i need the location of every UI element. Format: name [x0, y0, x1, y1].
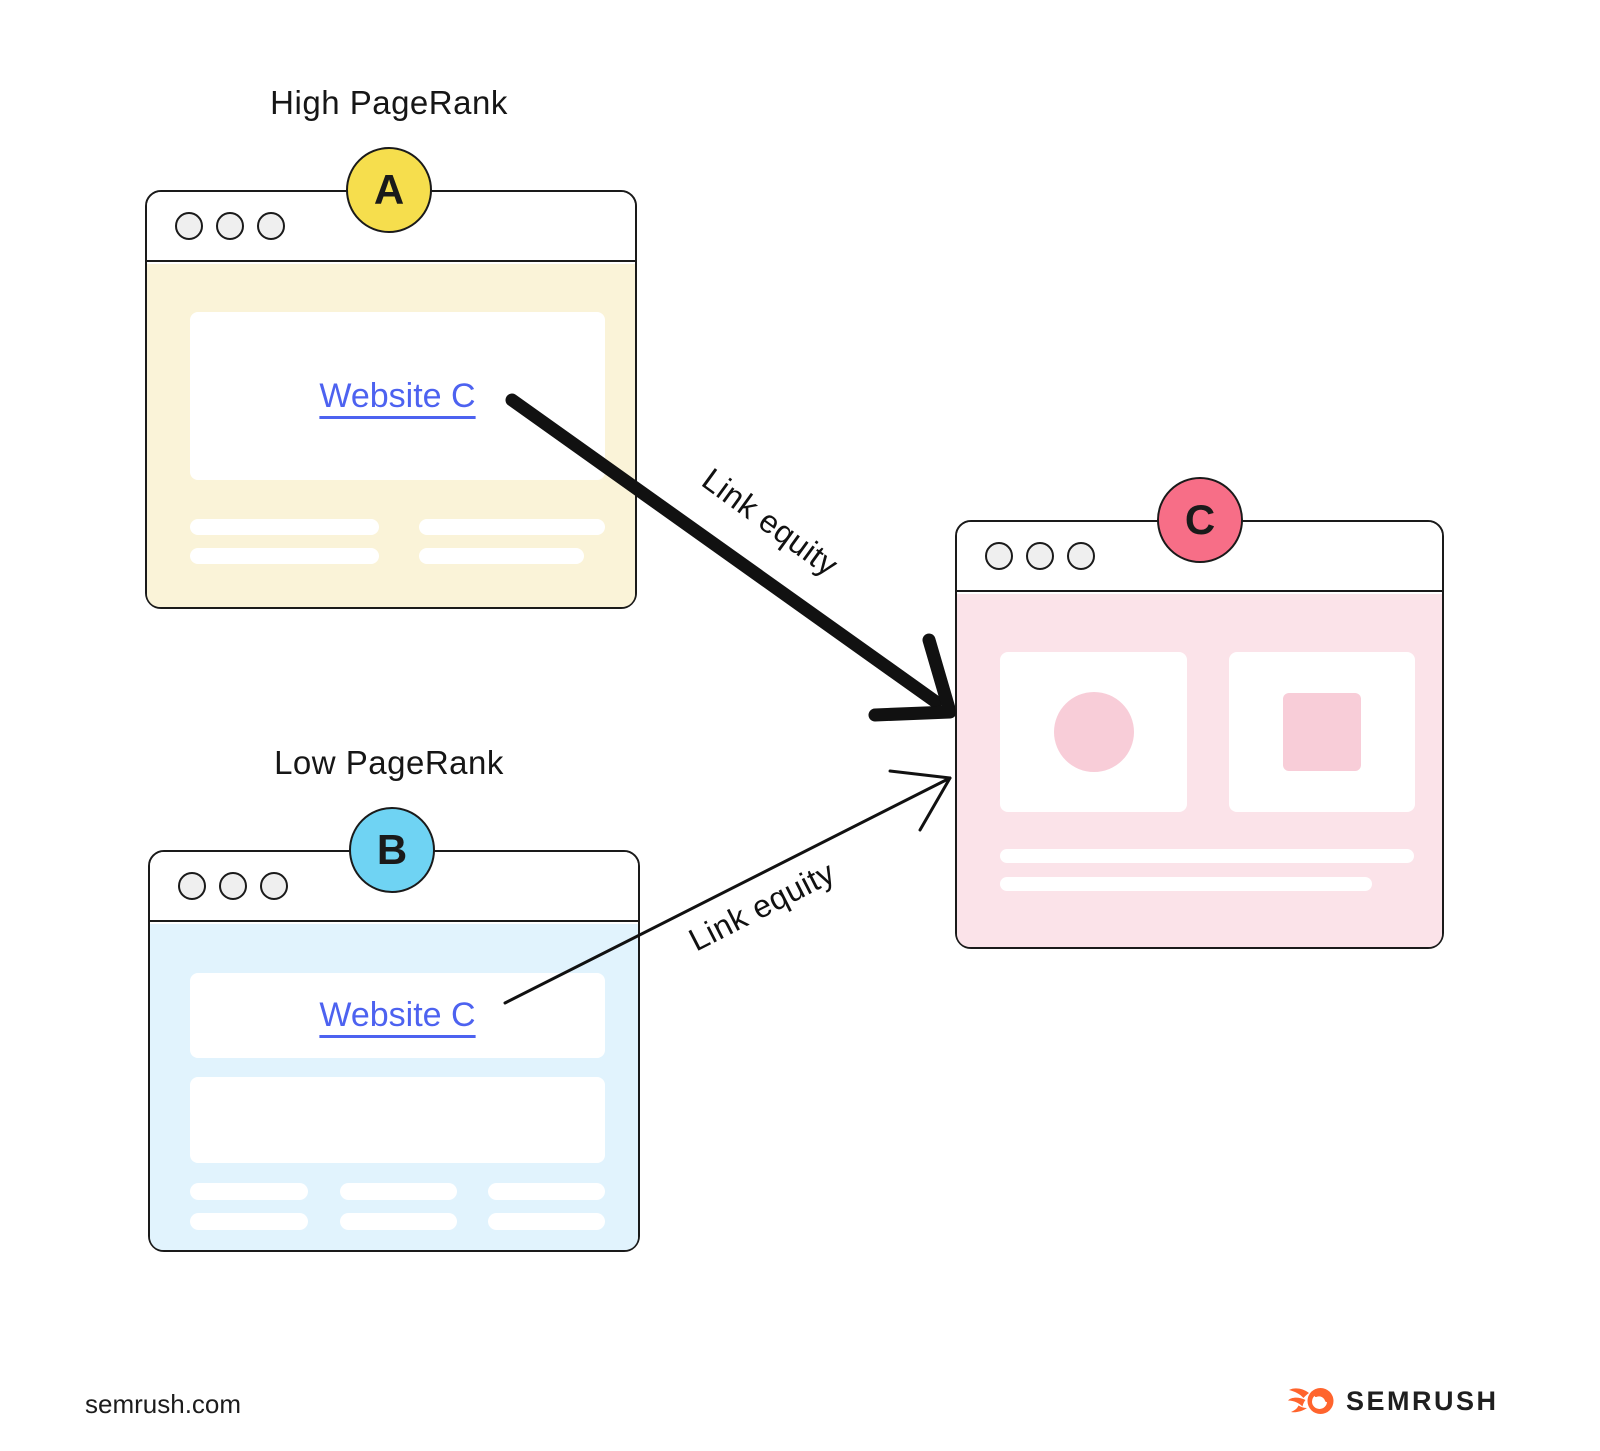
semrush-logo: SEMRUSH	[1288, 1385, 1499, 1417]
placeholder-line	[419, 548, 584, 564]
window-control-dot-icon	[260, 872, 288, 900]
window-control-dot-icon	[219, 872, 247, 900]
placeholder-line	[340, 1213, 457, 1230]
window-c-image-box	[1229, 652, 1415, 812]
window-a-content-box: Website C	[190, 312, 605, 480]
link-equity-arrowhead-thin	[888, 769, 952, 832]
image-placeholder-circle	[1053, 692, 1134, 772]
placeholder-line	[190, 519, 379, 535]
placeholder-line	[190, 548, 379, 564]
window-control-dot-icon	[216, 212, 244, 240]
placeholder-line	[1000, 877, 1372, 891]
link-equity-label-strong: Link equity	[695, 460, 845, 584]
window-b-content-box: Website C	[190, 973, 605, 1058]
placeholder-line	[1000, 849, 1414, 863]
window-control-dot-icon	[1067, 542, 1095, 570]
placeholder-line	[488, 1183, 605, 1200]
window-c-image-box	[1000, 652, 1187, 812]
semrush-flame-icon	[1288, 1388, 1334, 1414]
low-pagerank-label: Low PageRank	[274, 744, 504, 781]
badge-a: A	[346, 147, 432, 233]
window-control-dot-icon	[985, 542, 1013, 570]
window-b-empty-box	[190, 1077, 605, 1163]
placeholder-line	[340, 1183, 457, 1200]
image-placeholder-square	[1283, 693, 1361, 771]
window-control-dot-icon	[178, 872, 206, 900]
badge-b: B	[349, 807, 435, 893]
source-url-text: semrush.com	[85, 1389, 242, 1419]
placeholder-line	[419, 519, 605, 535]
website-c-link-b[interactable]: Website C	[319, 996, 476, 1034]
semrush-wordmark: SEMRUSH	[1346, 1385, 1499, 1416]
high-pagerank-label: High PageRank	[270, 84, 508, 121]
window-control-dot-icon	[257, 212, 285, 240]
window-control-dot-icon	[1026, 542, 1054, 570]
website-c-link-a[interactable]: Website C	[319, 376, 476, 415]
window-control-dot-icon	[175, 212, 203, 240]
browser-window-c	[955, 520, 1444, 949]
placeholder-line	[488, 1213, 605, 1230]
link-equity-arrowhead-thick	[868, 633, 957, 722]
badge-c: C	[1157, 477, 1243, 563]
browser-window-b: Website C	[148, 850, 640, 1252]
placeholder-line	[190, 1213, 308, 1230]
browser-window-a: Website C	[145, 190, 637, 609]
link-equity-label-weak: Link equity	[682, 854, 841, 959]
placeholder-line	[190, 1183, 308, 1200]
